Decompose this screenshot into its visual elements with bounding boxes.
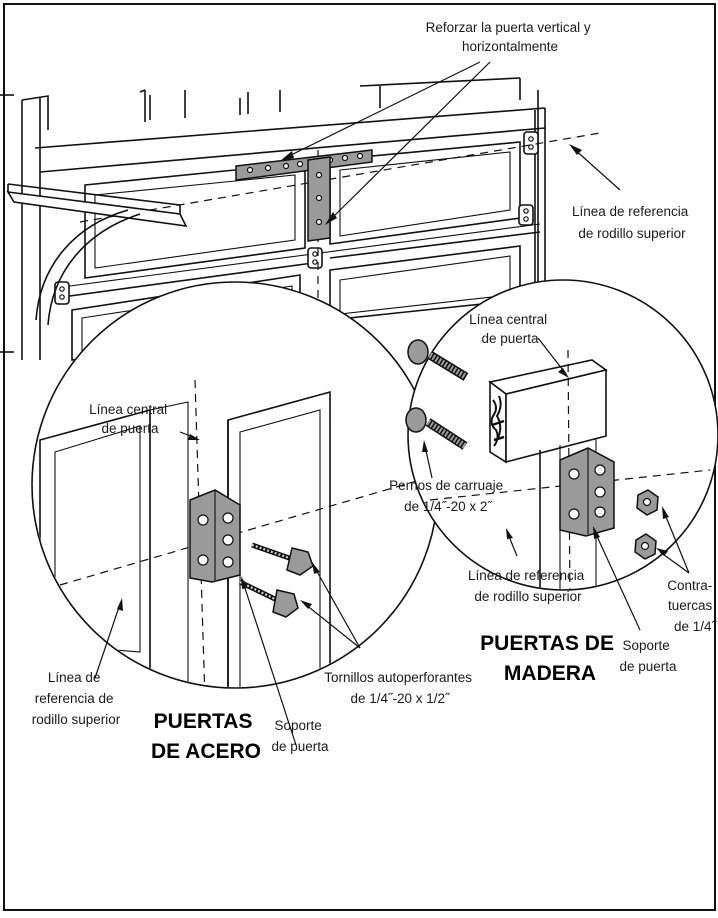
self-tapping-screws — [238, 542, 314, 618]
reinforce-label: Reforzar la puerta vertical y horizontal… — [426, 20, 595, 54]
steel-top-roller-reference-label: Línea de referencia de rodillo superior — [32, 670, 121, 727]
steel-doors-heading: PUERTAS DE ACERO — [151, 710, 261, 763]
reinforce-pointers — [280, 61, 491, 225]
top-roller-reference-label: Línea de referencia de rodillo superior — [572, 204, 692, 241]
wood-door-bracket-label: Soporte de puerta — [619, 638, 677, 674]
wood-door-centerline-label: Línea central de puerta — [469, 312, 551, 346]
carriage-bolts — [405, 339, 469, 450]
wood-door-bracket — [559, 447, 615, 537]
lock-nuts — [634, 489, 659, 560]
wood-top-roller-reference-label: Línea de referencia de rodillo superior — [468, 568, 588, 604]
steel-door-bracket — [189, 489, 241, 583]
vertical-reinforcement — [307, 156, 331, 242]
steel-door-centerline-label: Línea central de puerta — [89, 402, 171, 436]
door-hinge — [54, 131, 539, 305]
self-tapping-screws-label: Tornillos autoperforantes de 1/4˝-20 x 1… — [324, 670, 476, 706]
horizontal-reinforcement — [235, 149, 373, 181]
steel-door-inset — [31, 281, 439, 746]
lock-nuts-label: Contra- tuercas de 1/4˝ — [667, 578, 717, 634]
carriage-bolts-label: Pernos de carruaje de 1/4˝-20 x 2˝ — [389, 478, 507, 514]
door-track — [6, 183, 188, 326]
wood-doors-heading: PUERTAS DE MADERA — [480, 632, 620, 685]
steel-door-bracket-label: Soporte de puerta — [271, 718, 329, 754]
wood-door-inset — [405, 279, 718, 631]
